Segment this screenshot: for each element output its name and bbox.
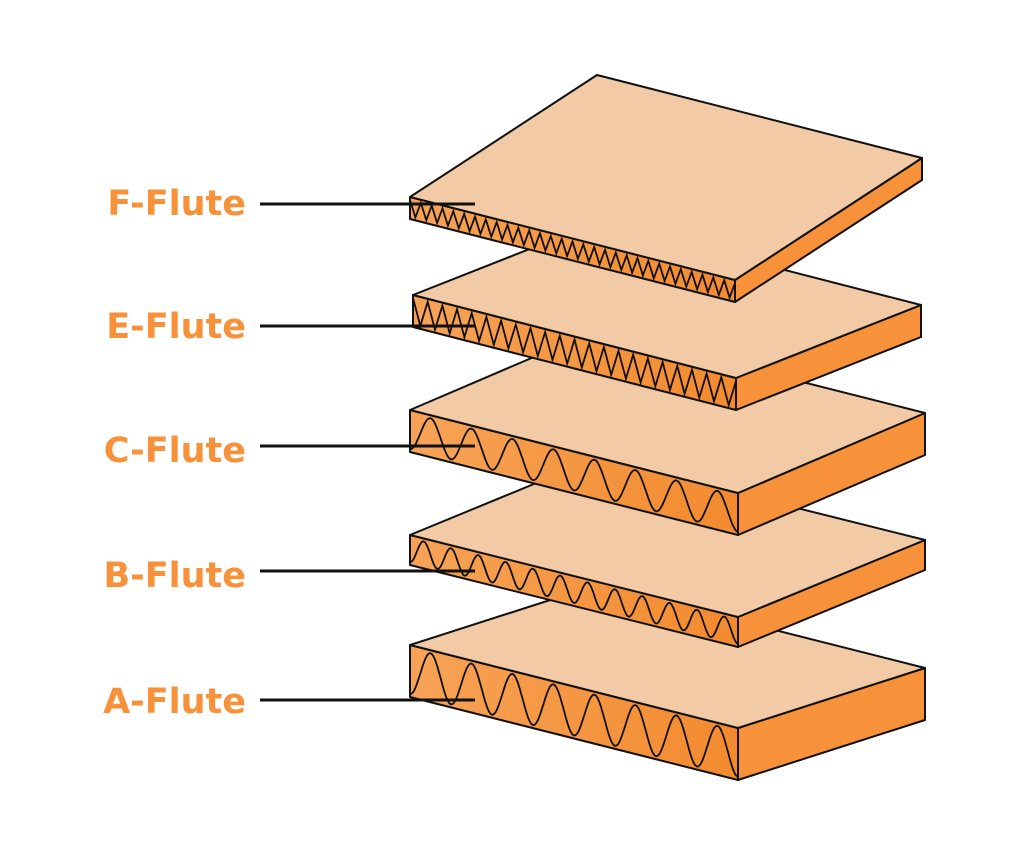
e-flute-corrugation (412, 297, 737, 409)
f-flute-corrugation (409, 199, 736, 301)
a-flute-top-face (409, 584, 926, 729)
e-flute-label: E-Flute (106, 307, 246, 347)
c-flute-corrugation (409, 417, 739, 533)
c-flute-board (409, 329, 926, 536)
c-flute-label: C-Flute (104, 431, 246, 471)
b-flute-corrugation (409, 540, 739, 645)
f-flute-top-face (409, 74, 923, 281)
a-flute-board (409, 584, 926, 781)
e-flute-board (412, 221, 922, 411)
b-flute-label: B-Flute (104, 556, 247, 596)
f-flute-label: F-Flute (107, 184, 246, 224)
a-flute-label: A-Flute (103, 682, 246, 722)
a-flute-corrugation (409, 652, 739, 778)
f-flute-board (409, 74, 923, 303)
